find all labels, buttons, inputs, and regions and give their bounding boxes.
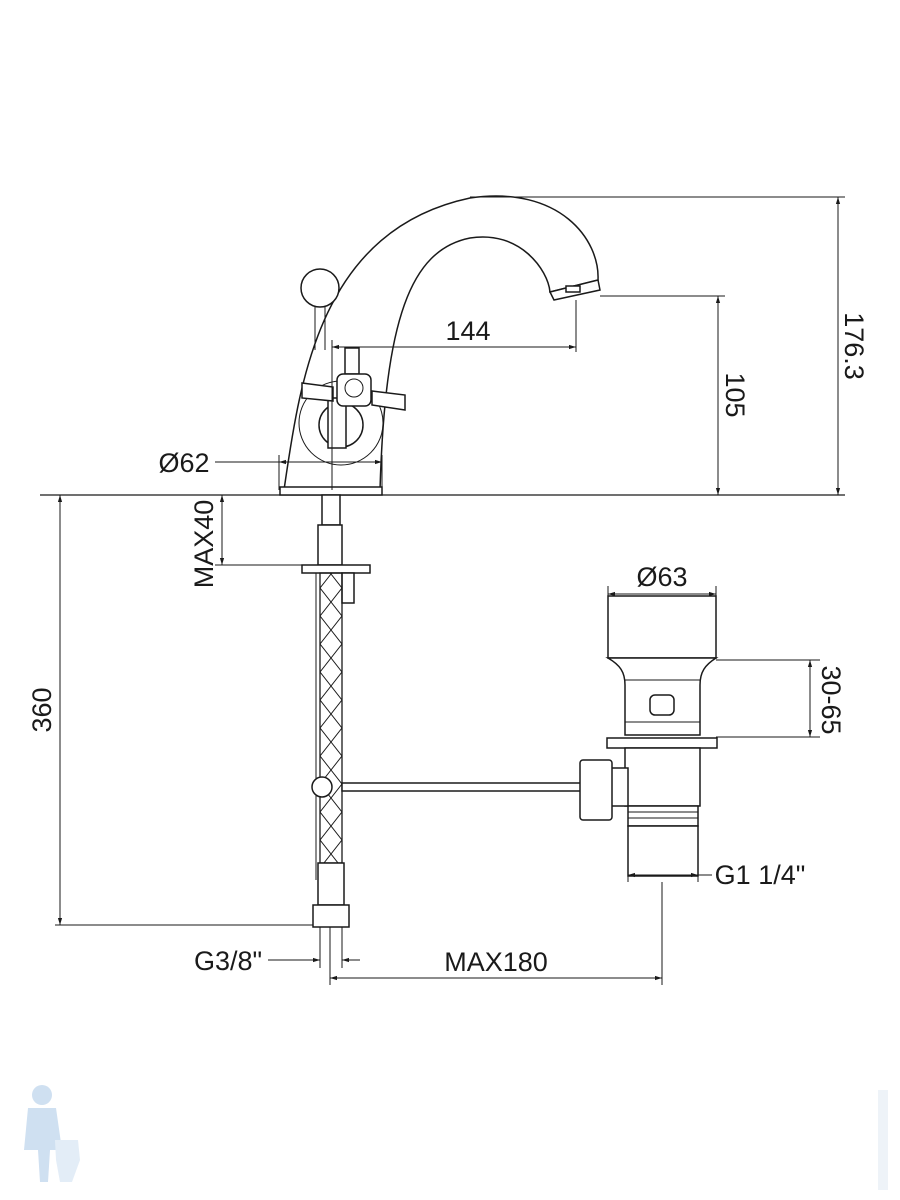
vertical-watermark xyxy=(878,1090,888,1190)
cross-handle-right-arm xyxy=(371,390,406,411)
linkage-nut xyxy=(579,759,613,821)
supply-hose xyxy=(301,494,583,928)
aerator xyxy=(565,285,581,293)
hose-end-fitting xyxy=(317,862,345,906)
hose-nut xyxy=(312,904,350,928)
plumber-body-icon xyxy=(24,1108,62,1182)
drain-cap xyxy=(607,595,717,659)
cross-handle-left-arm xyxy=(301,382,334,402)
dim-drain-range: 30-65 xyxy=(816,665,846,734)
dim-drain-diameter: Ø63 xyxy=(636,562,687,592)
dim-hose-length: 360 xyxy=(27,687,57,732)
rod-clamp xyxy=(311,776,333,798)
drain-linkage-rod xyxy=(341,782,583,792)
mounting-plate xyxy=(301,564,371,574)
faucet xyxy=(279,195,601,496)
dim-max-deck: MAX40 xyxy=(189,500,219,589)
plumber-head-icon xyxy=(32,1085,52,1105)
overflow-slot xyxy=(649,694,675,716)
drain-flange xyxy=(606,737,718,749)
dim-drain-thread: G1 1/4" xyxy=(715,860,806,890)
cross-handle-cap xyxy=(344,378,364,398)
drain-thread xyxy=(627,805,699,827)
braided-hose xyxy=(319,572,343,864)
pop-up-drain xyxy=(579,595,719,877)
toilet-icon xyxy=(55,1140,80,1182)
dim-total-height: 176.3 xyxy=(839,312,869,380)
faucet-base xyxy=(279,486,383,496)
mounting-nut xyxy=(341,572,355,604)
cross-handle-top xyxy=(344,347,360,375)
cross-handle-hub xyxy=(336,373,372,407)
dim-hose-thread: G3/8" xyxy=(194,946,262,976)
hose-fitting xyxy=(317,524,343,566)
dim-outlet-height: 105 xyxy=(720,372,750,417)
drain-tailpiece xyxy=(627,825,699,877)
drain-body xyxy=(624,747,701,807)
hose-fitting xyxy=(321,494,341,526)
dimension-lines xyxy=(55,196,845,985)
plumber-logo-watermark xyxy=(24,1085,80,1182)
dim-base-diameter: Ø62 xyxy=(158,448,209,478)
dim-drain-distance: MAX180 xyxy=(444,947,548,977)
dim-spout-reach: 144 xyxy=(445,316,490,346)
lever-knob xyxy=(300,268,340,308)
